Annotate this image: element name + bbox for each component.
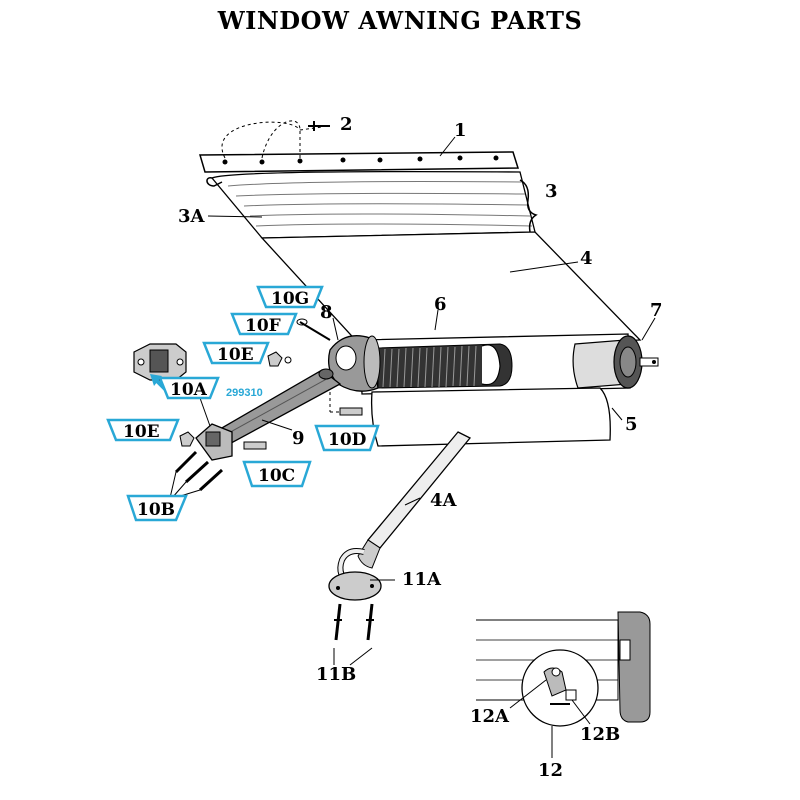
- awning-fabric-top: [206, 170, 538, 241]
- foot-bracket-11a: [328, 571, 382, 601]
- roller-tube: [359, 333, 659, 447]
- awning-fabric-main: [260, 231, 642, 346]
- label-part-6: 6: [434, 294, 447, 315]
- awning-rail: [199, 151, 520, 173]
- label-part-12a: 12A: [470, 706, 510, 727]
- label-part-7: 7: [650, 300, 663, 321]
- bracket-10a-detail: [133, 343, 187, 394]
- detail-view-12: [476, 611, 651, 758]
- label-part-10g: 10G: [271, 289, 309, 309]
- small-hardware: [169, 318, 363, 499]
- label-part-4: 4: [580, 248, 593, 269]
- label-part-11b: 11B: [316, 664, 356, 685]
- label-part-12: 12: [538, 760, 563, 781]
- end-cap-part-8: [327, 335, 381, 392]
- label-part-10e-top: 10E: [217, 345, 254, 365]
- part-number-label: 299310: [226, 387, 263, 399]
- label-part-12b: 12B: [580, 724, 620, 745]
- support-arm-4a: [337, 431, 472, 589]
- label-part-10e-bottom: 10E: [123, 422, 160, 442]
- label-part-1: 1: [454, 120, 467, 141]
- label-part-4a: 4A: [430, 490, 458, 511]
- label-part-3a: 3A: [178, 206, 206, 227]
- page-title: WINDOW AWNING PARTS: [217, 6, 583, 35]
- label-part-2: 2: [340, 114, 353, 135]
- label-part-10c: 10C: [258, 466, 295, 486]
- label-part-10f: 10F: [245, 316, 281, 336]
- label-part-11a: 11A: [402, 569, 442, 590]
- label-part-10d: 10D: [328, 430, 367, 450]
- leader-lines: [152, 136, 656, 725]
- screws-11b: [334, 603, 374, 641]
- label-part-8: 8: [320, 302, 333, 323]
- highlighted-label-boxes: [106, 285, 380, 522]
- label-part-10b: 10B: [137, 500, 175, 520]
- label-part-10a: 10A: [170, 380, 208, 400]
- mount-bracket-10a: [195, 423, 233, 461]
- label-part-5: 5: [625, 414, 638, 435]
- label-part-9: 9: [292, 428, 305, 449]
- label-part-3: 3: [545, 181, 558, 202]
- screw-part-2: [221, 120, 330, 159]
